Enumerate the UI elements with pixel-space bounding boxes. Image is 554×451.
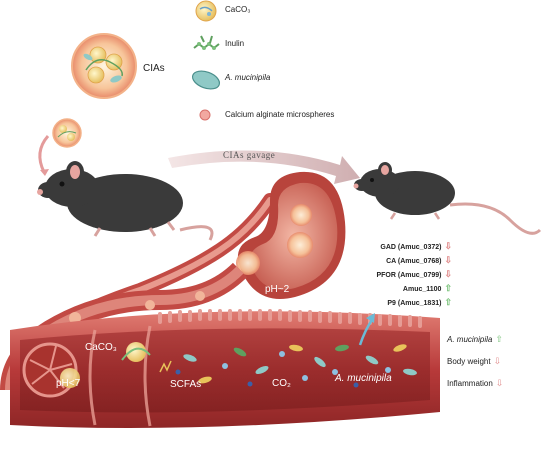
mouse-right (353, 162, 542, 235)
gene-label: GAD (Amuc_0372) (380, 244, 442, 251)
outcome-label: Body weight (447, 357, 491, 366)
cias-sphere (71, 33, 137, 99)
up-arrow-icon: ⇧ (444, 297, 452, 307)
down-arrow-icon: ⇩ (493, 356, 502, 366)
gut-label-caco3: CaCO₃ (85, 342, 117, 353)
inulin-chain-icon (193, 35, 220, 50)
gene-label: P9 (Amuc_1831) (387, 300, 442, 307)
up-arrow-icon: ⇧ (495, 334, 503, 344)
down-arrow-icon: ⇩ (444, 255, 452, 265)
outcome-body-weight: Body weight⇩ (447, 356, 501, 367)
down-arrow-icon: ⇩ (444, 269, 452, 279)
legend-label-inulin: Inulin (225, 39, 245, 48)
gut-label-akk: A. mucinipila (335, 373, 392, 384)
down-arrow-icon: ⇩ (444, 241, 452, 251)
dosing-arrow (38, 135, 50, 173)
small-cias-sphere (52, 118, 82, 148)
stomach-ph-label: pH~2 (265, 284, 290, 295)
mouse-left (37, 161, 214, 241)
intestine (10, 309, 440, 429)
gene-effect-arrow (358, 319, 374, 346)
legend-label-akk: A. mucinipila (225, 73, 271, 82)
gene-list: GAD (Amuc_0372)⇩ CA (Amuc_0768)⇩ PFOR (A… (356, 241, 456, 311)
gene-label: PFOR (Amuc_0799) (376, 272, 442, 279)
gut-label-co2: CO₂ (272, 378, 291, 389)
gene-row: Amuc_1100⇧ (356, 283, 452, 297)
outcome-label: A. mucinipila (447, 335, 493, 344)
outcome-label: Inflammation (447, 379, 493, 388)
gavage-arrow (168, 150, 360, 184)
legend-label-caco3: CaCO₃ (225, 5, 251, 14)
bacterium-icon (191, 70, 221, 90)
gene-row: PFOR (Amuc_0799)⇩ (356, 269, 452, 283)
gene-row: P9 (Amuc_1831)⇧ (356, 297, 452, 311)
outcome-inflammation: Inflammation⇩ (447, 378, 503, 389)
gut-label-scfas: SCFAs (170, 379, 202, 390)
gut-label-ph: pH<7 (56, 378, 81, 389)
microsphere-icon (199, 109, 211, 121)
stomach (236, 171, 346, 299)
gene-row: CA (Amuc_0768)⇩ (356, 255, 452, 269)
cias-label: CIAs (143, 63, 165, 74)
caco3-particle-icon (195, 0, 217, 22)
legend-label-microspheres: Calcium alginate microspheres (225, 110, 335, 119)
outcome-akk: A. mucinipila⇧ (447, 334, 503, 345)
gene-label: CA (Amuc_0768) (386, 258, 442, 265)
gene-label: Amuc_1100 (402, 286, 442, 293)
up-arrow-icon: ⇧ (444, 283, 452, 293)
gene-row: GAD (Amuc_0372)⇩ (356, 241, 452, 255)
gavage-label: CIAs gavage (223, 150, 276, 160)
down-arrow-icon: ⇩ (495, 378, 504, 388)
